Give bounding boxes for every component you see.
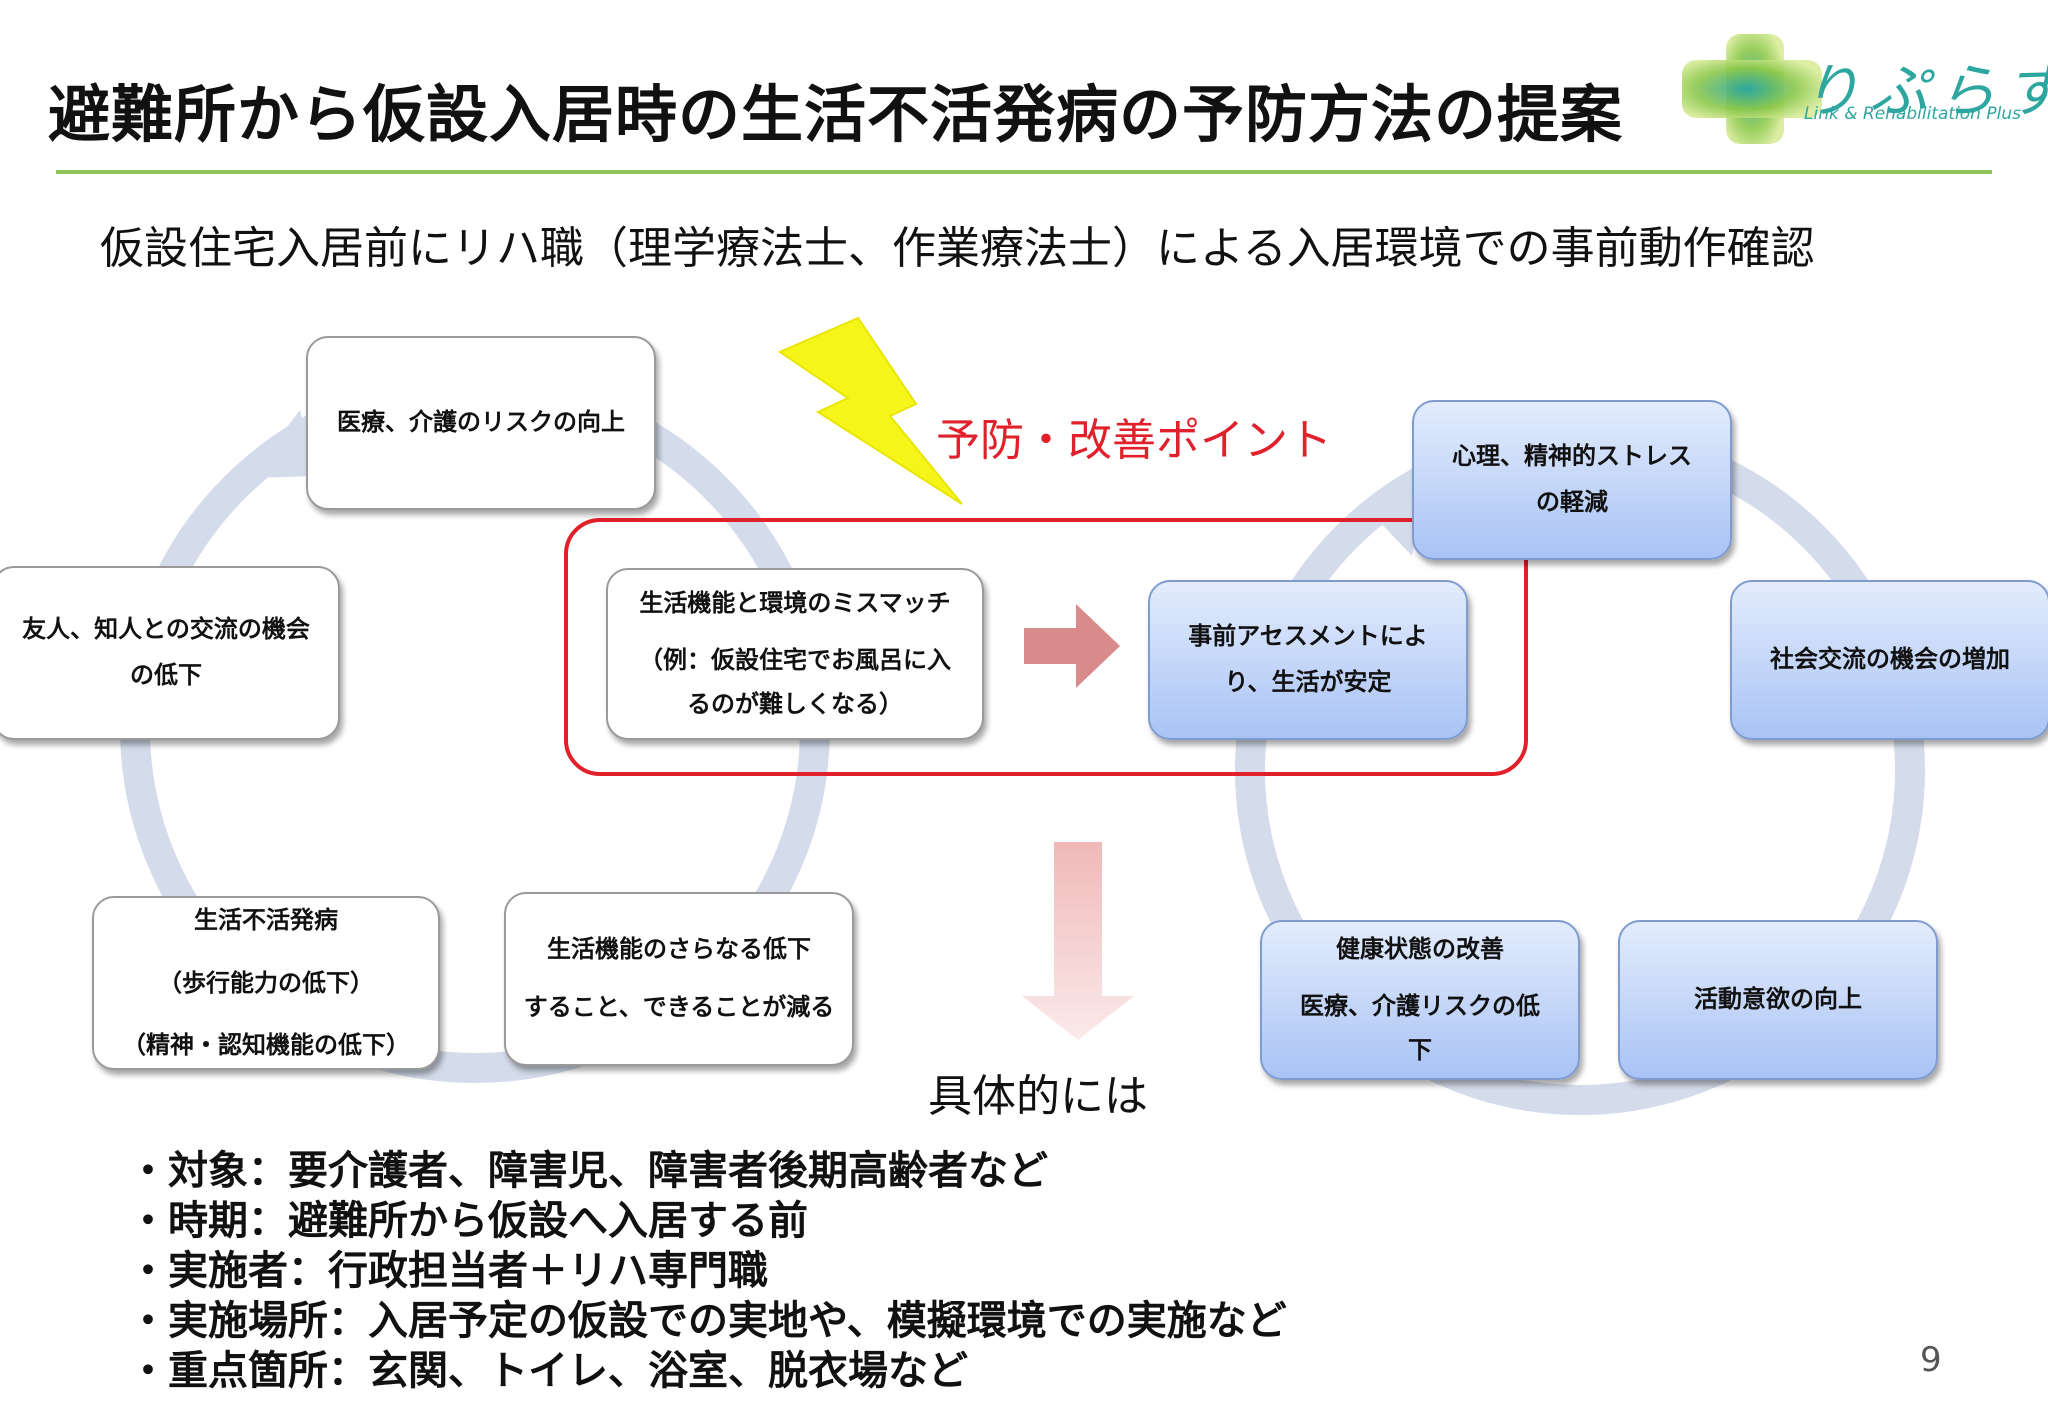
box-prior-assessment: 事前アセスメントによ り、生活が安定 [1148, 580, 1468, 740]
box-social-exchange-increase: 社会交流の機会の増加 [1730, 580, 2048, 740]
bullet-item-location: ・実施場所：入居予定の仮設での実地や、模擬環境での実施など [128, 1298, 1287, 1344]
page-title: 避難所から仮設入居時の生活不活発病の予防方法の提案 [48, 78, 1624, 151]
box-text-line: 心理、精神的ストレス [1452, 442, 1692, 471]
box-medical-risk-increase: 医療、介護のリスクの向上 [306, 336, 656, 510]
box-function-further-decline: 生活機能のさらなる低下 すること、できることが減る [504, 892, 854, 1066]
page-subtitle: 仮設住宅入居前にリハ職（理学療法士、作業療法士）による入居環境での事前動作確認 [100, 223, 1815, 274]
box-activity-motivation: 活動意欲の向上 [1618, 920, 1938, 1080]
box-text-line: すること、できることが減る [523, 993, 835, 1021]
bullet-item-timing: ・時期：避難所から仮設へ入居する前 [128, 1198, 808, 1244]
bullet-item-focus-areas: ・重点箇所：玄関、トイレ、浴室、脱衣場など [128, 1348, 968, 1394]
right-arrow-icon [1024, 604, 1120, 688]
box-text-line: り、生活が安定 [1224, 668, 1392, 696]
box-text-line: の低下 [130, 661, 202, 689]
bullet-item-implementer: ・実施者：行政担当者＋リハ専門職 [128, 1248, 768, 1294]
box-text-line: 生活機能と環境のミスマッチ [639, 589, 951, 618]
box-disuse-syndrome: 生活不活発病 （歩行能力の低下） （精神・認知機能の低下） [92, 896, 440, 1070]
box-text-line: （歩行能力の低下） [158, 968, 374, 997]
box-text-line: るのが難しくなる） [687, 690, 903, 719]
box-environment-mismatch: 生活機能と環境のミスマッチ （例：仮設住宅でお風呂に入 るのが難しくなる） [606, 568, 984, 740]
detail-bullet-list: ・対象：要介護者、障害児、障害者後期高齢者など ・時期：避難所から仮設へ入居する… [128, 1146, 1287, 1396]
concrete-label: 具体的には [928, 1071, 1148, 1122]
box-text-line: 下 [1408, 1035, 1432, 1064]
box-text: 社会交流の機会の増加 [1770, 645, 2010, 674]
box-text-line: の軽減 [1536, 488, 1608, 516]
logo-subtext: Link & Rehabilitation Plus [1804, 104, 2021, 124]
box-text-line: （例：仮設住宅でお風呂に入 [639, 645, 951, 674]
box-health-improvement: 健康状態の改善 医療、介護リスクの低 下 [1260, 920, 1580, 1080]
title-divider [56, 170, 1992, 174]
box-text-line: 生活機能のさらなる低下 [547, 935, 811, 964]
prevention-point-label: 予防・改善ポイント [936, 415, 1332, 466]
box-text-line: 医療、介護リスクの低 [1300, 992, 1540, 1021]
box-text-line: 事前アセスメントによ [1188, 622, 1428, 651]
box-text-line: 健康状態の改善 [1336, 935, 1504, 964]
box-social-opportunity-decrease: 友人、知人との交流の機会 の低下 [0, 566, 340, 740]
bullet-item-target: ・対象：要介護者、障害児、障害者後期高齢者など [128, 1148, 1048, 1194]
left-cycle-arrowhead [248, 410, 318, 478]
box-text-line: 友人、知人との交流の機会 [22, 615, 310, 644]
logo-mark-icon [1682, 34, 1822, 144]
box-stress-reduction: 心理、精神的ストレス の軽減 [1412, 400, 1732, 560]
highlight-frame [564, 518, 1528, 776]
box-text-line: （精神・認知機能の低下） [122, 1031, 410, 1060]
box-text-line: 生活不活発病 [194, 906, 338, 935]
logo-text: りぷらす [1802, 57, 2048, 125]
box-text: 医療、介護のリスクの向上 [337, 408, 625, 437]
down-arrow-icon [1022, 842, 1134, 1040]
box-text: 活動意欲の向上 [1694, 985, 1862, 1014]
page-number: 9 [1920, 1340, 1942, 1380]
lightning-bolt-icon [777, 316, 963, 505]
